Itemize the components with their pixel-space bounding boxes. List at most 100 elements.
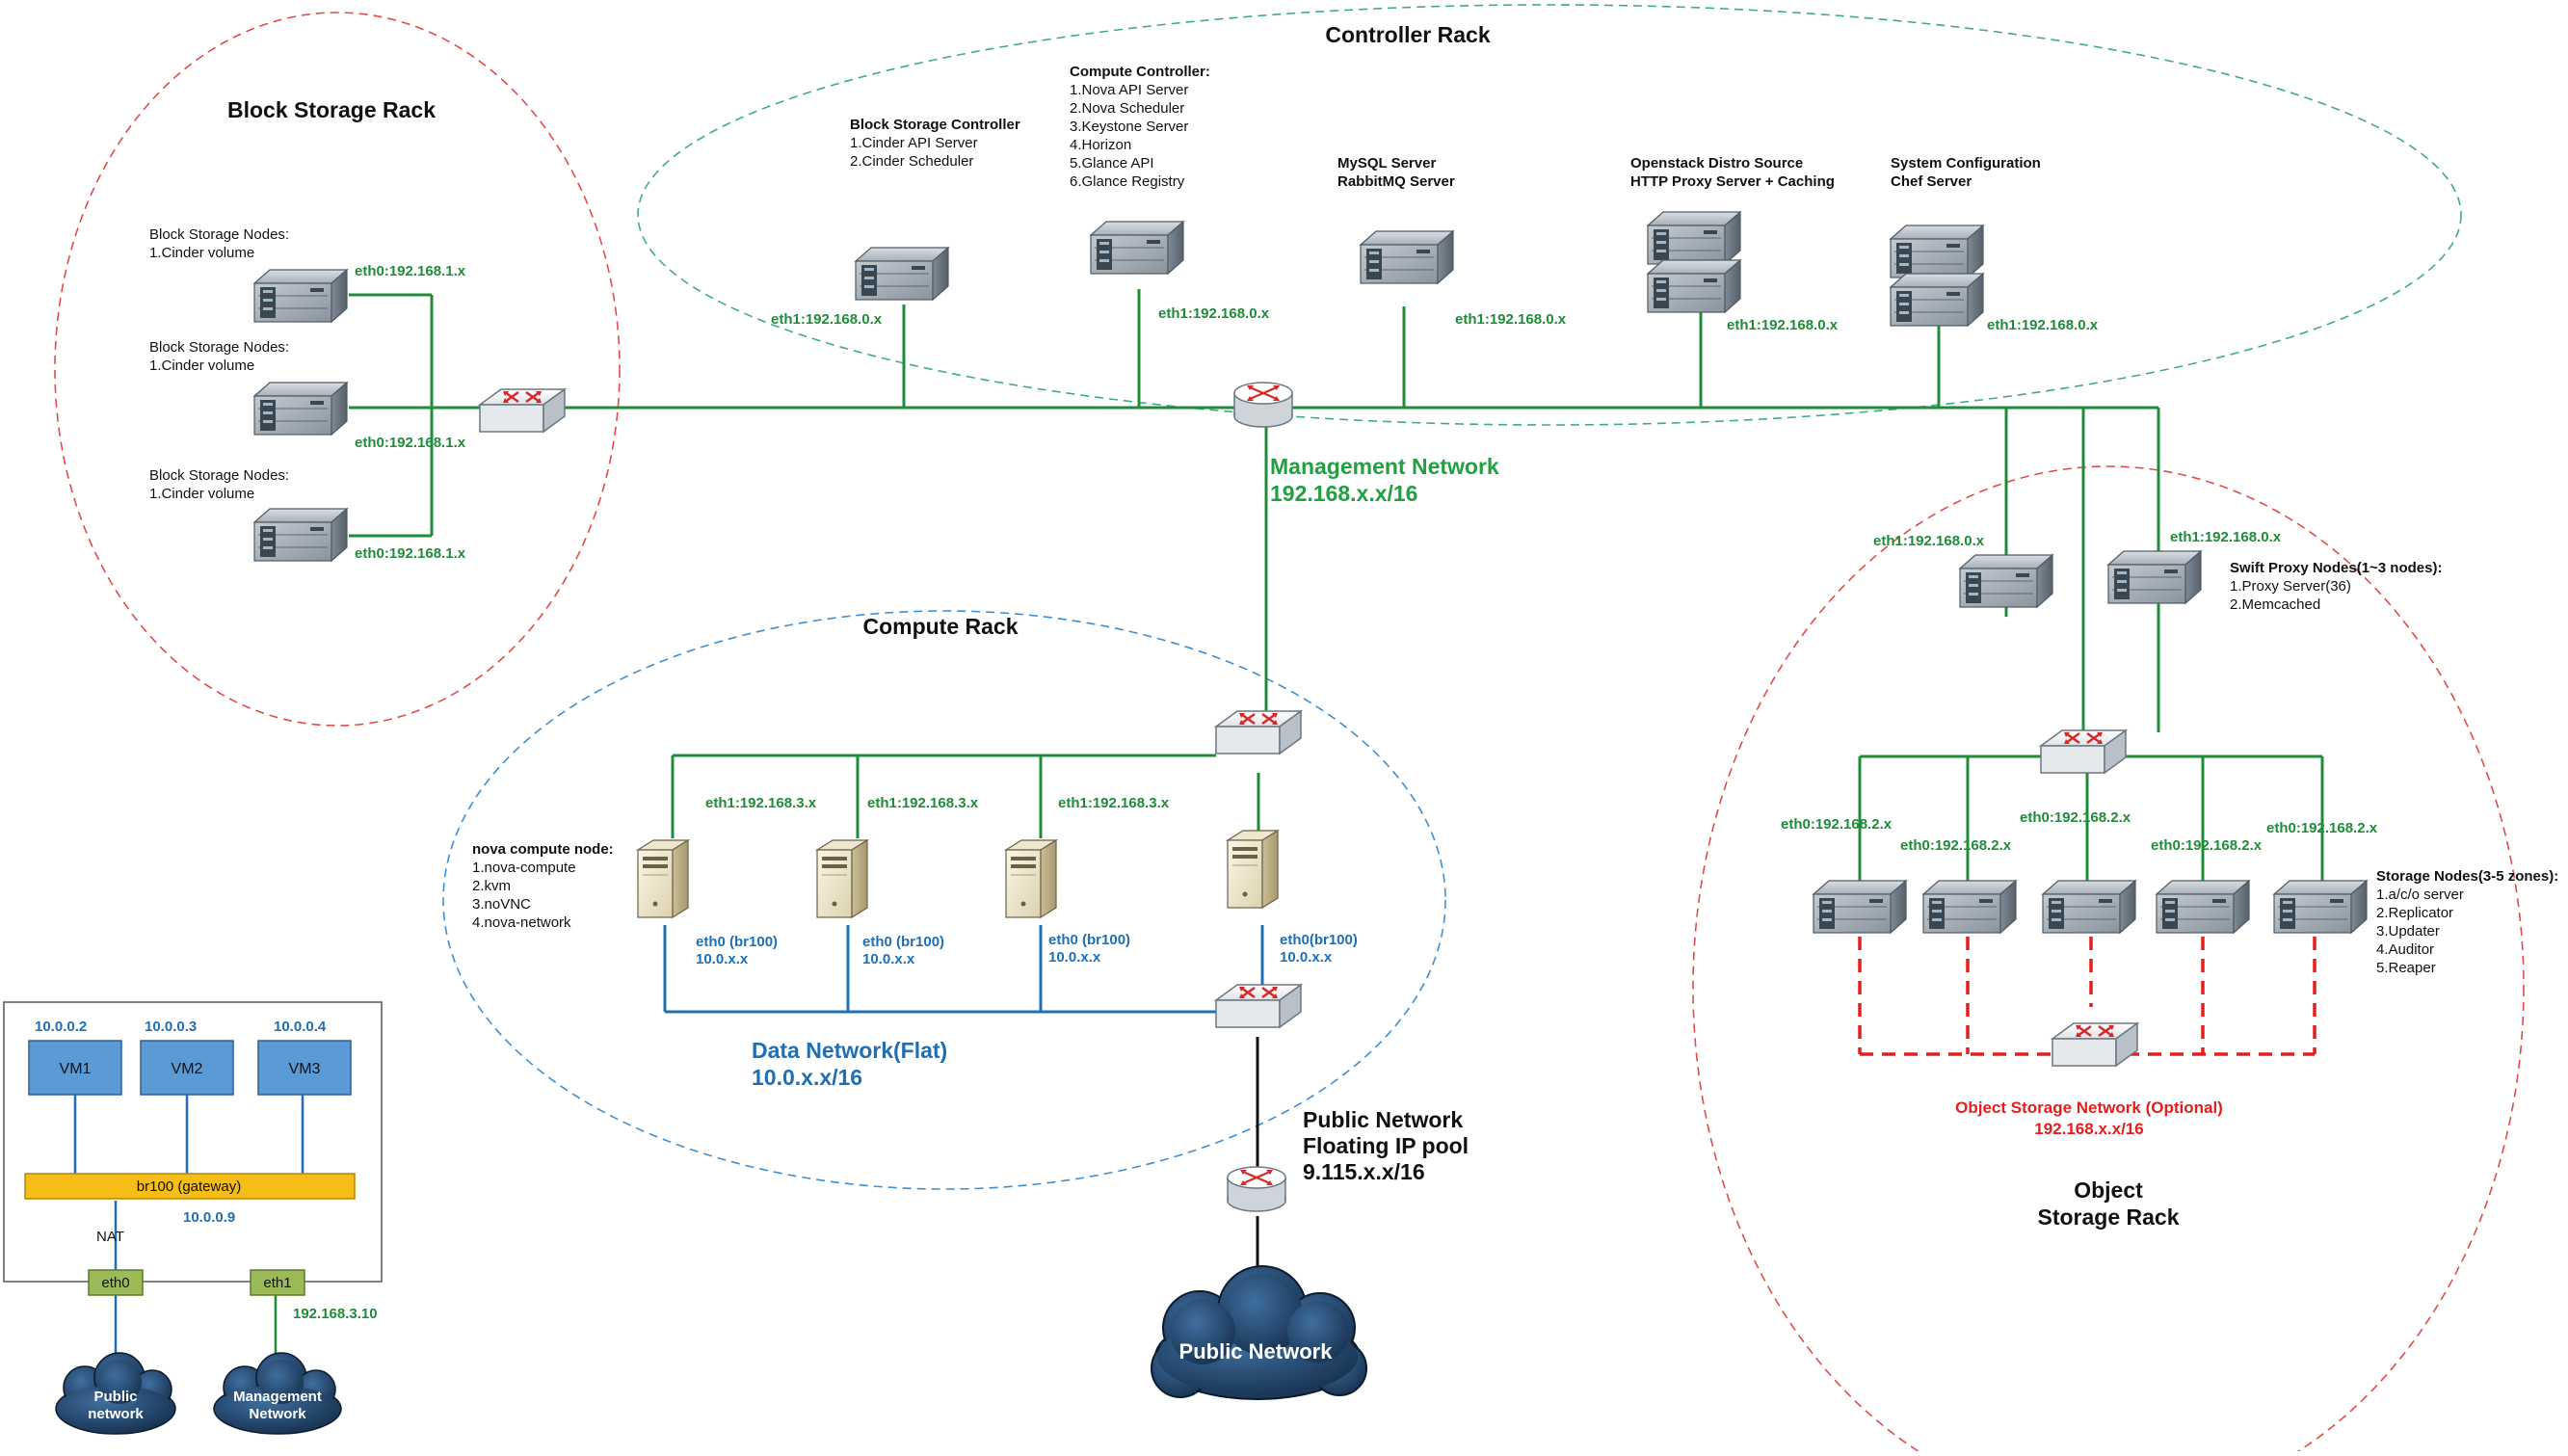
bridge-ip: 10.0.0.9 <box>183 1209 235 1226</box>
compute-eth1-label: eth1:192.168.3.x <box>867 795 979 811</box>
object-rack-title-line1: Object <box>2074 1178 2143 1203</box>
vm-ip: 10.0.0.4 <box>274 1019 327 1035</box>
compute-node-item: 2.kvm <box>472 878 511 894</box>
swift-proxy-info: Swift Proxy Nodes(1~3 nodes): 1.Proxy Se… <box>2230 560 2442 613</box>
server-icon <box>1090 221 1184 275</box>
block-node-item: 1.Cinder volume <box>149 357 254 374</box>
compute-controller-item: 5.Glance API <box>1070 155 1154 172</box>
compute-eth0-ip: 10.0.x.x <box>1280 949 1333 966</box>
block-controller-title: Block Storage Controller <box>850 117 1020 133</box>
vm-box <box>28 1040 122 1096</box>
block-node-ip: eth0:192.168.1.x <box>355 545 466 562</box>
server-icon <box>253 382 348 436</box>
compute-controller-item: 2.Nova Scheduler <box>1070 100 1184 117</box>
mysql-label: MySQL Server <box>1337 155 1436 172</box>
block-storage-node: Block Storage Nodes: 1.Cinder volume eth… <box>149 467 466 562</box>
swift-proxy-title: Swift Proxy Nodes(1~3 nodes): <box>2230 560 2442 576</box>
storage-server-icon <box>2042 880 2136 934</box>
eth1-ip: 192.168.3.10 <box>293 1306 378 1322</box>
storage-server-icon <box>2273 880 2368 934</box>
block-storage-controller: Block Storage Controller 1.Cinder API Se… <box>771 117 1020 328</box>
mysql-ip: eth1:192.168.0.x <box>1455 311 1567 328</box>
nat-label: NAT <box>96 1229 124 1245</box>
swift-proxy-server-icon <box>1959 554 2053 608</box>
proxy-node-ip: eth1:192.168.0.x <box>2170 529 2282 545</box>
block-controller-ip: eth1:192.168.0.x <box>771 311 883 328</box>
compute-server-icon <box>816 839 868 918</box>
management-network-cloud-icon: Management Network <box>213 1352 342 1435</box>
compute-eth0-label: eth0(br100) <box>1280 932 1358 948</box>
server-icon <box>1890 225 1984 278</box>
server-icon <box>1890 273 1984 327</box>
block-node-title: Block Storage Nodes: <box>149 226 289 243</box>
storage-server-icon <box>2156 880 2250 934</box>
compute-rack-boundary <box>442 610 1446 1190</box>
vm-label: VM2 <box>172 1061 203 1077</box>
compute-eth0-ip: 10.0.x.x <box>696 951 749 967</box>
storage-node-ip: eth0:192.168.2.x <box>2020 809 2131 826</box>
compute-eth0-ip: 10.0.x.x <box>1048 949 1101 966</box>
eth1-port <box>250 1269 305 1296</box>
vm-box <box>257 1040 352 1096</box>
server-icon <box>1647 211 1741 265</box>
compute-eth0-label: eth0 (br100) <box>1048 932 1130 948</box>
swift-proxy-item: 1.Proxy Server(36) <box>2230 578 2351 595</box>
block-node-ip: eth0:192.168.1.x <box>355 435 466 451</box>
rabbitmq-label: RabbitMQ Server <box>1337 173 1455 190</box>
management-cloud-line1: Management <box>233 1389 322 1405</box>
storage-nodes-item: 4.Auditor <box>2376 941 2434 958</box>
controller-rack-boundary <box>637 4 2462 426</box>
data-network-switch-icon <box>1214 983 1303 1029</box>
management-cloud-line2: Network <box>249 1406 306 1422</box>
compute-server-icon <box>1005 839 1057 918</box>
object-storage-network-switch-icon <box>2051 1021 2139 1068</box>
compute-controller-item: 3.Keystone Server <box>1070 119 1188 135</box>
vm-ip: 10.0.0.2 <box>35 1019 87 1035</box>
block-controller-item: 2.Cinder Scheduler <box>850 153 973 170</box>
eth1-label: eth1 <box>263 1275 291 1291</box>
object-storage-network-label: Object Storage Network (Optional) <box>1955 1099 2223 1117</box>
compute-controller-item: 4.Horizon <box>1070 137 1131 153</box>
nova-network-inset: 10.0.0.2 10.0.0.3 10.0.0.4 VM1 VM2 VM3 b… <box>3 1001 383 1435</box>
compute-eth1-label: eth1:192.168.3.x <box>705 795 817 811</box>
distro-proxy-server: Openstack Distro Source HTTP Proxy Serve… <box>1630 155 1839 333</box>
server-icon <box>1647 259 1741 313</box>
object-storage-switch-icon <box>2039 728 2128 775</box>
management-network-label: Management Network <box>1270 454 1499 479</box>
server-icon <box>253 508 348 562</box>
compute-node-item: 4.nova-network <box>472 914 571 931</box>
server-icon <box>855 247 949 301</box>
storage-node-ip: eth0:192.168.2.x <box>2266 820 2378 836</box>
compute-node-item: 3.noVNC <box>472 896 531 913</box>
data-network-links <box>663 925 1264 1014</box>
controller-rack-title: Controller Rack <box>1325 22 1490 47</box>
object-storage-network-cidr: 192.168.x.x/16 <box>2034 1120 2143 1138</box>
compute-node-item: 1.nova-compute <box>472 860 576 876</box>
public-cloud-line2: network <box>88 1406 144 1422</box>
compute-eth0-label: eth0 (br100) <box>862 934 944 950</box>
sysconfig-label: System Configuration <box>1891 155 2041 172</box>
vm-label: VM1 <box>60 1061 92 1077</box>
storage-server-icon <box>1813 880 1907 934</box>
mysql-rabbitmq-server: MySQL Server RabbitMQ Server eth1:192.16… <box>1337 155 1567 328</box>
server-icon <box>253 269 348 323</box>
swift-proxy-item: 2.Memcached <box>2230 596 2320 613</box>
storage-node-ip: eth0:192.168.2.x <box>1900 837 2012 854</box>
distro-label: Openstack Distro Source <box>1630 155 1803 172</box>
floating-ip-pool-label: Floating IP pool <box>1303 1133 1469 1158</box>
block-node-item: 1.Cinder volume <box>149 245 254 261</box>
public-router-icon <box>1226 1165 1287 1213</box>
block-node-title: Block Storage Nodes: <box>149 467 289 484</box>
storage-nodes-item: 5.Reaper <box>2376 960 2436 976</box>
eth0-port <box>88 1269 144 1296</box>
compute-eth1-label: eth1:192.168.3.x <box>1058 795 1170 811</box>
compute-eth0-label: eth0 (br100) <box>696 934 778 950</box>
block-controller-item: 1.Cinder API Server <box>850 135 978 151</box>
storage-nodes-item: 3.Updater <box>2376 923 2440 940</box>
vm-label: VM3 <box>289 1061 321 1077</box>
block-storage-rack-boundary <box>54 12 621 727</box>
compute-node-info: nova compute node: 1.nova-compute 2.kvm … <box>472 841 614 931</box>
object-storage-rack-boundary <box>1692 465 2525 1456</box>
swift-proxy-server-icon <box>2107 550 2202 604</box>
